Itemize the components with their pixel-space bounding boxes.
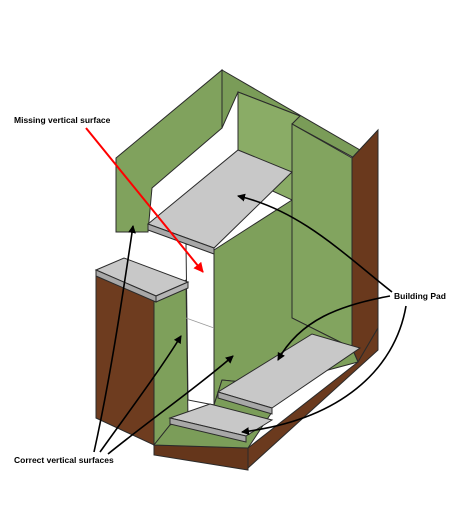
missing-vertical-surface-label: Missing vertical surface	[14, 115, 111, 125]
building-pad-arrow-upper	[237, 193, 393, 293]
missing-surface-arrow	[85, 127, 204, 273]
soil-right-lower	[247, 326, 379, 470]
right-building-pad-edge	[217, 391, 273, 415]
left-ledge-pad-side	[155, 281, 189, 303]
correct-surface-arrow-2	[99, 335, 182, 453]
building-pad-arrow-middle	[277, 295, 391, 361]
building-pad-arrow-lower	[241, 305, 407, 436]
upper-building-pad-edge	[147, 223, 215, 255]
correct-surface-arrow-1	[93, 225, 136, 453]
missing-face-edge	[185, 317, 215, 329]
correct-surface-arrow-3	[107, 355, 234, 455]
soil-bottom-section	[153, 444, 249, 471]
soil-left-section	[95, 275, 155, 446]
bottom-building-pad-edge	[169, 417, 247, 443]
correct-vertical-surfaces-label: Correct vertical surfaces	[14, 455, 114, 465]
building-pad-label: Building Pad	[394, 291, 446, 301]
soil-right-section	[351, 128, 379, 364]
